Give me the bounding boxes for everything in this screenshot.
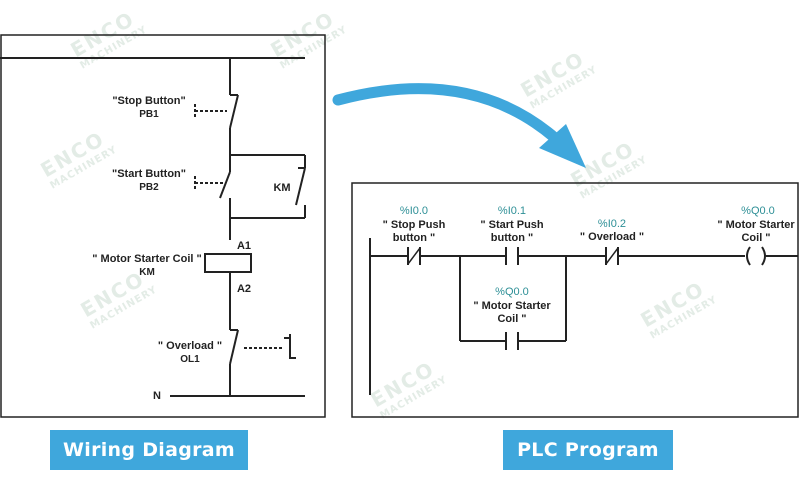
- stop-button-label: "Stop Button"PB1: [112, 95, 186, 120]
- stop-address: %I0.0: [399, 205, 429, 217]
- coil-label: " Motor Starter Coil "KM: [92, 253, 202, 278]
- coil-a1-label: A1: [236, 240, 252, 252]
- wiring-circuit: [0, 57, 306, 397]
- seal-address: %Q0.0: [495, 286, 529, 298]
- wiring-frame: [0, 34, 326, 418]
- overload-address: %I0.2: [597, 218, 627, 230]
- km-contact-label: KM: [273, 182, 291, 194]
- plc-frame: [351, 182, 799, 418]
- overload-label: " Overload "OL1: [157, 340, 223, 365]
- coil-address: %Q0.0: [741, 205, 775, 217]
- plc-ladder: [369, 238, 798, 395]
- start-button-label: "Start Button"PB2: [112, 168, 186, 193]
- start-address: %I0.1: [497, 205, 527, 217]
- plc-program-tag: PLC Program: [503, 430, 673, 470]
- arrow-icon: [332, 83, 561, 144]
- arrow-head-icon: [539, 124, 586, 168]
- overload-plc-label: " Overload ": [579, 231, 645, 243]
- wiring-diagram-tag: Wiring Diagram: [50, 430, 248, 470]
- coil-a2-label: A2: [236, 283, 252, 295]
- neutral-label: N: [153, 390, 161, 402]
